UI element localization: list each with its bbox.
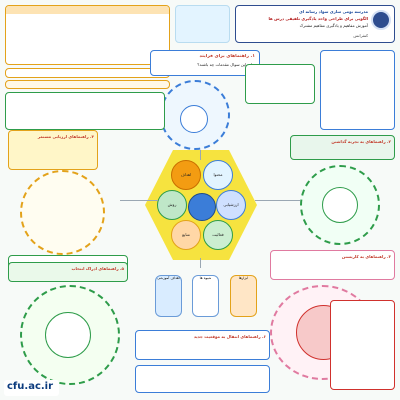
connector-1 bbox=[120, 200, 158, 201]
bottom-middle-nodes: اهداف آموزشی شیوه ها ابزارها bbox=[150, 265, 260, 325]
top-left-strip-1 bbox=[5, 68, 170, 78]
watermark: cfu.ac.ir bbox=[4, 380, 59, 396]
center-circle-4 bbox=[216, 190, 246, 220]
center-label-5: منابع bbox=[182, 232, 190, 237]
bottom-line-strip bbox=[135, 365, 270, 393]
center-circle-5 bbox=[171, 220, 201, 250]
connector-4 bbox=[200, 258, 201, 268]
top-banner bbox=[175, 5, 230, 43]
section-2-card: ۲. راهنماهای به تجربه گذاشتن bbox=[290, 135, 395, 160]
connector-2 bbox=[255, 200, 300, 201]
section-3-title: ۳. راهنماهای به کاربستن bbox=[341, 254, 391, 259]
section-6-title: ۶. راهنماهای انتقال به موقعیت جدید bbox=[193, 334, 266, 339]
center-circle-3 bbox=[157, 190, 187, 220]
org-label: کنفرانس bbox=[353, 33, 368, 38]
section-5-card: ۵. راهنماهای ادراک انتخاب bbox=[8, 262, 128, 282]
s5-inner bbox=[45, 312, 91, 358]
table-header-strip bbox=[6, 6, 169, 14]
section-3-card: ۳. راهنماهای به کاربستن bbox=[270, 250, 395, 280]
section-1-title: ۱. راهنماهای برای فرآیند bbox=[199, 54, 255, 59]
right-top-card bbox=[320, 50, 395, 130]
center-label-2: محتوا bbox=[213, 172, 223, 177]
right-bottom-list bbox=[330, 300, 395, 390]
center-circle-1 bbox=[171, 160, 201, 190]
top-left-table bbox=[5, 5, 170, 65]
section-2-title: ۲. راهنماهای به تجربه گذاشتن bbox=[331, 139, 391, 144]
top-left-strip-2 bbox=[5, 80, 170, 89]
subtitle: آموزش مفاهیم و یادگیری مفاهیم مشترک bbox=[299, 23, 368, 28]
center-core bbox=[188, 193, 216, 221]
center-label-1: اهداف bbox=[180, 172, 192, 177]
title-block: مدرسه بومی سازی سواد رسانه ای الگویی برا… bbox=[235, 5, 395, 43]
section-5-title: ۵. راهنماهای ادراک انتخاب bbox=[71, 266, 124, 271]
center-label-6: فعالیت bbox=[212, 232, 224, 237]
section-1-sub: برای این سوال مقدمات چه باشند؟ bbox=[197, 62, 255, 67]
center-label-3: روش bbox=[167, 202, 177, 207]
logo-icon bbox=[371, 10, 391, 30]
s1-inner-a bbox=[180, 105, 208, 133]
title-line-1: مدرسه بومی سازی سواد رسانه ای bbox=[299, 9, 368, 14]
title-line-2: الگویی برای طراحی واحد یادگیری تلفیقی در… bbox=[268, 16, 368, 21]
left-mid-list bbox=[5, 92, 165, 130]
connector-3 bbox=[200, 150, 201, 160]
center-circle-2 bbox=[203, 160, 233, 190]
node-b: شیوه ها bbox=[192, 275, 219, 317]
watermark-text: cfu.ac.ir bbox=[7, 381, 54, 392]
center-label-4: ارزشیابی bbox=[223, 202, 239, 207]
section-1-header: ۱. راهنماهای برای فرآیند برای این سوال م… bbox=[150, 50, 260, 76]
s2-inner bbox=[322, 187, 358, 223]
node-a: اهداف آموزشی bbox=[155, 275, 182, 317]
s4-ring bbox=[20, 170, 105, 255]
section-4-title: ۴. راهنماهای ارزیابی مستمر bbox=[37, 134, 94, 139]
section-4-card: ۴. راهنماهای ارزیابی مستمر bbox=[8, 130, 98, 170]
center-circle-6 bbox=[203, 220, 233, 250]
node-c: ابزارها bbox=[230, 275, 257, 317]
section-6-card: ۶. راهنماهای انتقال به موقعیت جدید bbox=[135, 330, 270, 360]
section-1-list-right bbox=[245, 64, 315, 104]
